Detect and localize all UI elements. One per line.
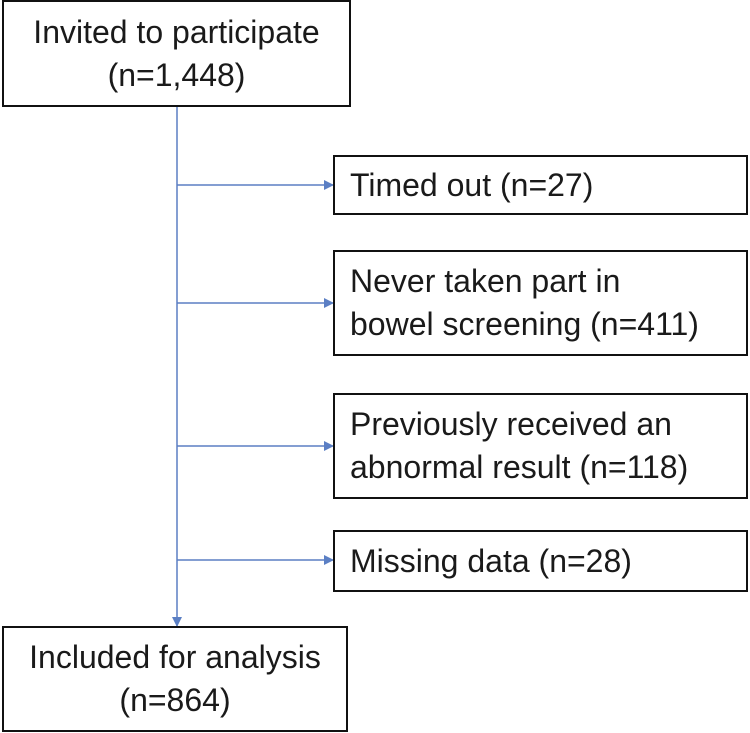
start-box-line-1: Invited to participate: [33, 13, 320, 50]
exclusion-box-abnormal-result-line-2: abnormal result (n=118): [350, 449, 689, 485]
exclusion-box-never-screened: Never taken part in bowel screening (n=4…: [333, 250, 748, 356]
exclusion-box-missing-data: Missing data (n=28): [333, 530, 748, 592]
start-box-line-2: (n=1,448): [107, 56, 246, 93]
exclusion-box-timed-out: Timed out (n=27): [333, 155, 748, 215]
start-box-invited: Invited to participate (n=1,448): [2, 0, 351, 107]
exclusion-box-never-screened-line-2: bowel screening (n=411): [350, 306, 699, 342]
exclusion-box-never-screened-line-1: Never taken part in: [350, 263, 621, 299]
exclusion-box-abnormal-result: Previously received an abnormal result (…: [333, 393, 748, 499]
exclusion-box-missing-data-line-1: Missing data (n=28): [350, 542, 632, 579]
exclusion-box-timed-out-line-1: Timed out (n=27): [350, 166, 594, 203]
end-box-line-2: (n=864): [119, 682, 231, 718]
end-box-line-1: Included for analysis: [29, 639, 321, 675]
exclusion-box-abnormal-result-line-1: Previously received an: [350, 406, 672, 442]
end-box-included: Included for analysis (n=864): [2, 626, 348, 732]
